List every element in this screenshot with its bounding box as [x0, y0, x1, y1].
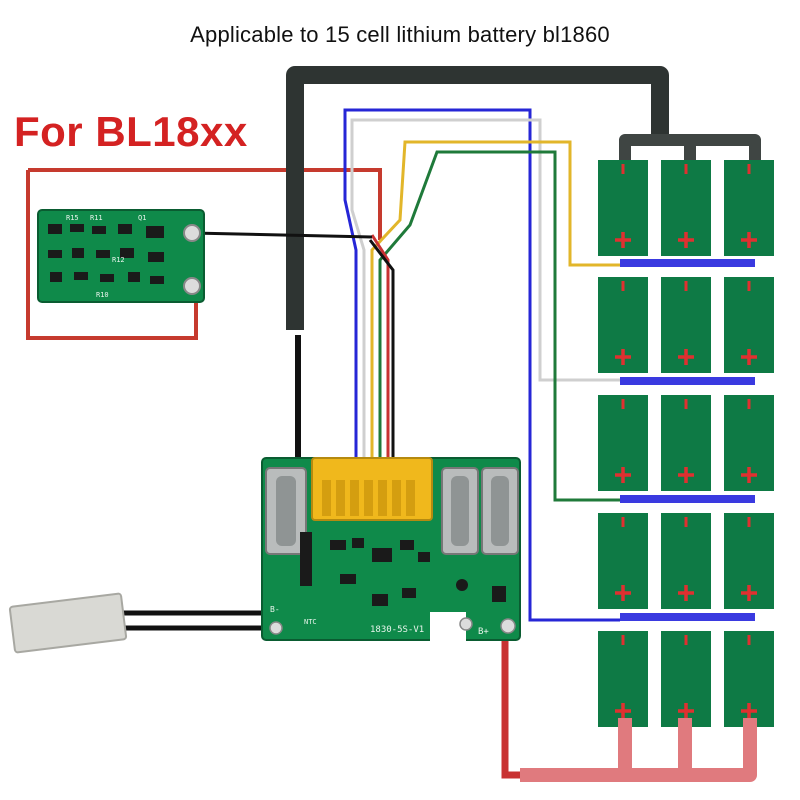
battery-cell: [661, 631, 711, 727]
battery-cell: [598, 513, 648, 609]
plus-icon: [678, 232, 694, 248]
plus-icon: [741, 585, 757, 601]
battery-cell: [724, 277, 774, 373]
white-balance-wire: [350, 118, 620, 460]
minus-icon: [747, 399, 751, 409]
battery-cell: [661, 513, 711, 609]
minus-icon: [684, 281, 688, 291]
plus-icon: [678, 703, 694, 719]
minus-icon: [621, 281, 625, 291]
yellow-balance-wire: [370, 140, 620, 460]
black-signal-wire: [368, 239, 395, 460]
plus-icon: [678, 349, 694, 365]
small-protection-board: R15 R11 Q1 R12 R10: [37, 209, 205, 303]
silk-ntc: NTC: [304, 618, 317, 626]
silk-r15: R15: [66, 214, 79, 222]
battery-pack: [598, 160, 774, 727]
battery-cell: [661, 395, 711, 491]
top-busbar: [619, 134, 761, 160]
minus-icon: [621, 517, 625, 527]
minus-icon: [621, 635, 625, 645]
plus-icon: [615, 232, 631, 248]
battery-cell: [724, 513, 774, 609]
minus-icon: [747, 635, 751, 645]
silk-q1: Q1: [138, 214, 146, 222]
silk-r12: R12: [112, 256, 125, 264]
minus-icon: [747, 517, 751, 527]
silk-bminus: B-: [270, 605, 280, 614]
battery-cell: [661, 160, 711, 256]
ntc-sensor: [8, 592, 128, 654]
silk-r10: R10: [96, 291, 109, 299]
blue-balance-wire: [343, 108, 620, 622]
silk-r11: R11: [90, 214, 103, 222]
ntc-cable: [120, 610, 265, 631]
minus-icon: [684, 164, 688, 174]
main-negative-cable: [286, 66, 669, 330]
plus-icon: [615, 349, 631, 365]
plus-icon: [741, 232, 757, 248]
green-balance-wire: [378, 150, 620, 502]
series-busbars: [620, 259, 755, 621]
battery-cell: [724, 631, 774, 727]
small-board-outline: [28, 168, 382, 240]
plus-icon: [678, 585, 694, 601]
red-signal-wire: [370, 234, 390, 460]
plus-icon: [741, 703, 757, 719]
plus-icon: [678, 467, 694, 483]
battery-cell: [724, 395, 774, 491]
plus-icon: [741, 349, 757, 365]
minus-icon: [747, 164, 751, 174]
bottom-busbar: [520, 718, 757, 782]
battery-cell: [598, 631, 648, 727]
minus-icon: [621, 164, 625, 174]
plus-icon: [615, 467, 631, 483]
diagram-title: Applicable to 15 cell lithium battery bl…: [190, 22, 610, 47]
plus-icon: [741, 467, 757, 483]
main-bms-board: 1830-5S-V1 B+ B- NTC: [261, 457, 521, 642]
battery-cell: [661, 277, 711, 373]
silk-bplus: B+: [478, 627, 489, 637]
small-board-link-wire: [191, 231, 373, 239]
positive-lead-wire: [501, 640, 520, 779]
plus-icon: [615, 703, 631, 719]
minus-icon: [684, 517, 688, 527]
battery-cell: [598, 277, 648, 373]
minus-icon: [684, 399, 688, 409]
small-board-outline-lower: [26, 170, 198, 340]
minus-icon: [747, 281, 751, 291]
battery-cell: [724, 160, 774, 256]
minus-icon: [684, 635, 688, 645]
battery-cell: [598, 160, 648, 256]
plus-icon: [615, 585, 631, 601]
model-label: For BL18xx: [14, 108, 248, 155]
board-label: 1830-5S-V1: [370, 625, 424, 635]
minus-icon: [621, 399, 625, 409]
battery-cell: [598, 395, 648, 491]
